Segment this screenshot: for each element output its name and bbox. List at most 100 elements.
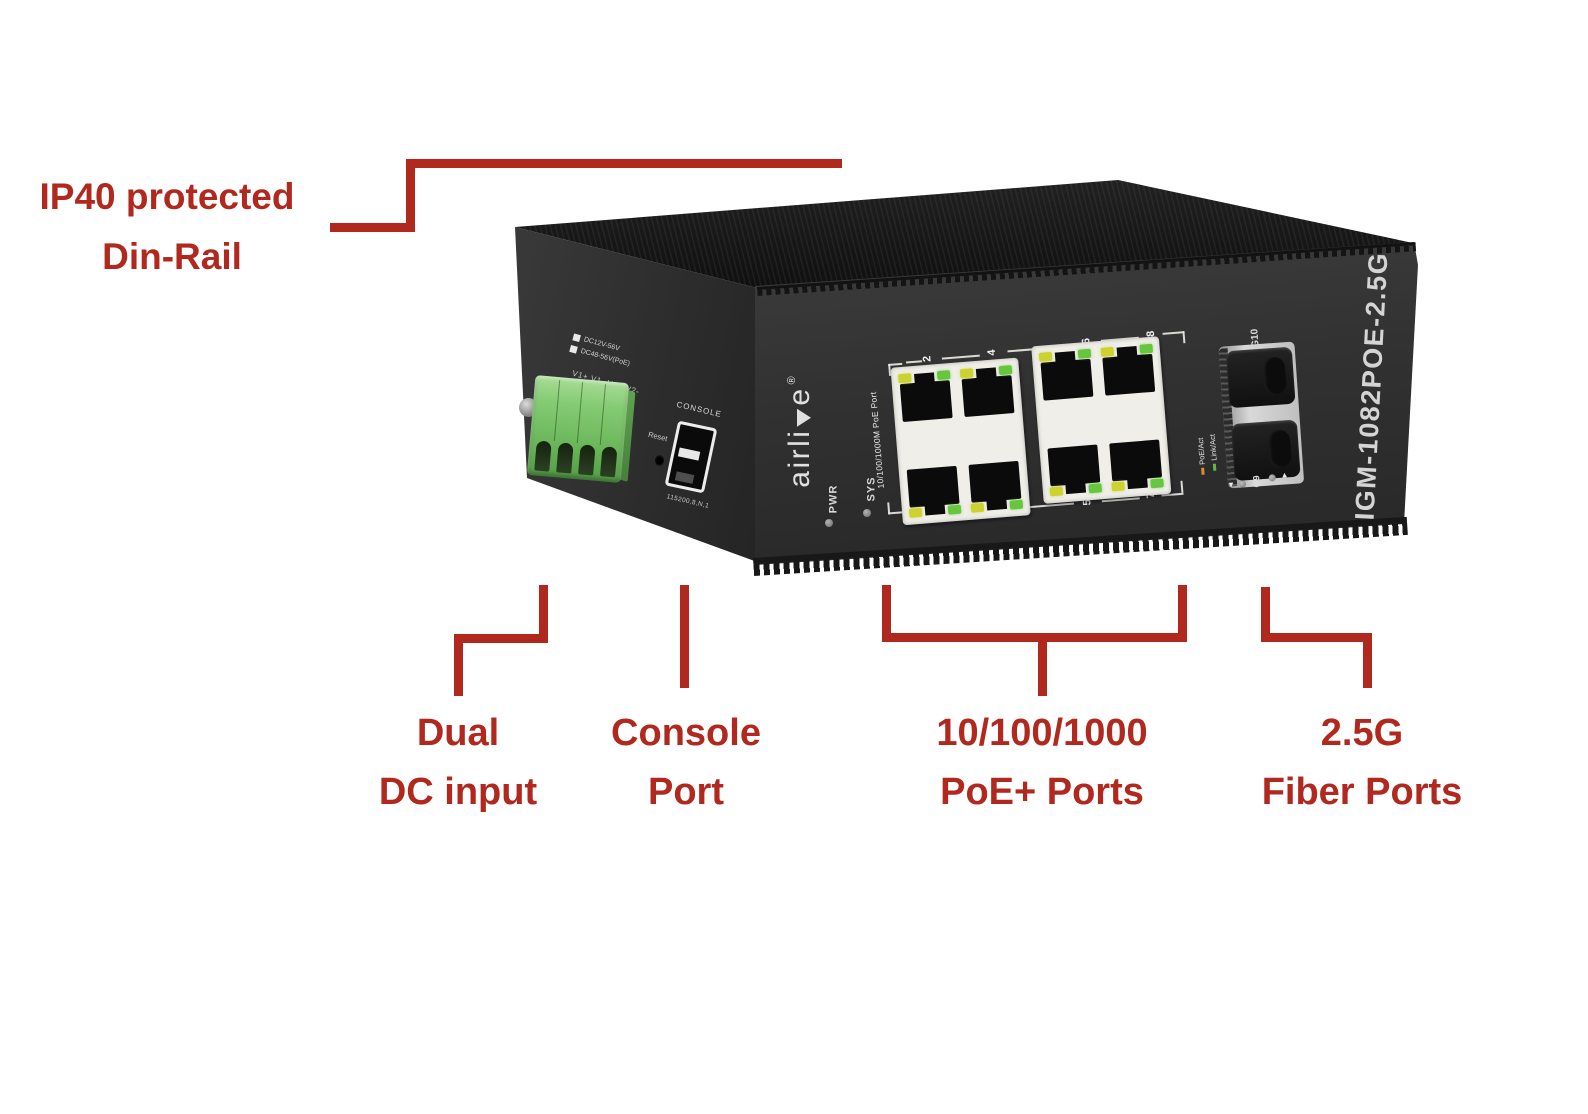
rj45-opening: [1102, 353, 1156, 396]
rj45-opening: [1047, 444, 1101, 487]
poe-legend-text: PoE/Act: [1196, 437, 1207, 466]
bracket-segment: [1182, 331, 1186, 344]
fiber-callout-line: [1363, 633, 1372, 688]
poe-led-icon: [1111, 481, 1126, 492]
ip40-label-line1: IP40 protected: [39, 176, 295, 217]
dc-rating-square-icon: [572, 333, 581, 343]
link-led-icon: [1088, 483, 1103, 494]
poe-callout-line: [882, 585, 891, 642]
poe-legend-color-icon: [1201, 467, 1205, 475]
poe-callout-line: [1038, 633, 1047, 696]
registered-trademark-icon: ®: [785, 376, 798, 385]
fiber-label-line1: 2.5G: [1320, 712, 1404, 754]
fiber-callout-line: [1261, 587, 1270, 642]
rj45-port[interactable]: [1038, 348, 1097, 412]
sfp-up-arrow-icon: ▲: [1280, 470, 1289, 480]
poe-led-icon: [1038, 351, 1053, 362]
link-led-icon: [1150, 478, 1164, 489]
bracket-segment: [1180, 480, 1184, 493]
rj45-port[interactable]: [959, 364, 1018, 428]
poe-led-icon: [959, 368, 974, 379]
rj45-opening: [899, 380, 953, 422]
dc-callout-line: [539, 585, 548, 643]
rj45-port[interactable]: [1099, 343, 1158, 407]
rj45-port-block-2: [1031, 336, 1172, 504]
pwr-led: [825, 519, 833, 527]
poe-callout-line: [1178, 585, 1187, 642]
console-label-line1: Console: [611, 712, 761, 754]
rj45-opening: [1109, 439, 1163, 482]
fiber-label-line2: Fiber Ports: [1261, 771, 1463, 813]
poe-label-line1: 10/100/1000: [936, 712, 1148, 754]
brand-text-part1: airli: [783, 428, 816, 488]
sfp-down-arrow-icon: ▼: [1226, 480, 1236, 490]
link-led-icon: [1009, 499, 1024, 510]
terminal-slot: [578, 444, 596, 476]
dc-rating-square-icon: [569, 345, 578, 354]
link-led-icon: [998, 365, 1013, 376]
link-led-icon: [947, 504, 962, 515]
rj45-opening: [906, 465, 960, 508]
led-legend-poe: PoE/Act: [1196, 437, 1207, 475]
rj45-port[interactable]: [904, 455, 963, 519]
dc-terminal-block[interactable]: [526, 375, 636, 483]
ip40-callout-line-vertical: [406, 159, 415, 232]
console-jack-contact: [677, 447, 701, 461]
dc-label-line2: DC input: [378, 771, 538, 813]
ip40-callout-line-bottom: [330, 223, 415, 232]
port-group-label: 10/100/1000M PoE Port: [868, 391, 886, 489]
dc-label-line1: Dual: [416, 712, 500, 754]
port-number-4: 4: [985, 349, 999, 357]
sfp-g9-label: G9: [1251, 475, 1262, 488]
rj45-port[interactable]: [1106, 428, 1165, 492]
ip40-callout-line-top: [410, 159, 842, 168]
dc-callout-line: [454, 634, 463, 696]
airlive-triangle-icon: [796, 408, 811, 427]
ip40-label-line2: Din-Rail: [102, 236, 242, 277]
terminal-slot: [556, 442, 574, 474]
link-led-icon: [936, 370, 951, 381]
sfp-cage: [1218, 341, 1305, 489]
poe-led-icon: [1049, 486, 1064, 497]
poe-label-line2: PoE+ Ports: [940, 771, 1144, 813]
sfp-fiber-section: G10 PoE/Act Link/Act ▼ G9 ▲: [1190, 314, 1333, 508]
sys-led: [863, 509, 871, 517]
dc-callout-line: [454, 634, 548, 643]
rj45-port-block-1: [890, 357, 1031, 526]
sfp-port-g10[interactable]: [1225, 346, 1296, 409]
bracket-segment: [905, 360, 923, 364]
console-label-line2: Port: [648, 771, 724, 813]
fiber-callout-line: [1261, 633, 1372, 642]
pwr-label: PWR: [827, 484, 840, 514]
rj45-opening: [1040, 358, 1094, 401]
link-legend-color-icon: [1213, 463, 1217, 471]
bracket-segment: [888, 511, 903, 515]
brand-text-part2: e: [783, 386, 816, 406]
terminal-slot: [534, 440, 552, 472]
poe-port-group: 10/100/1000M PoE Port 2 4 6 8 1 3 5 7: [858, 311, 1209, 537]
sfp-port-g9[interactable]: [1230, 419, 1301, 481]
poe-led-icon: [970, 502, 985, 513]
rj45-port[interactable]: [966, 450, 1025, 514]
console-callout-line: [680, 585, 689, 688]
rj45-opening: [968, 460, 1022, 503]
bracket-segment: [941, 354, 980, 360]
poe-callout-line: [882, 633, 1187, 642]
link-led-icon: [1139, 343, 1154, 354]
bracket-segment: [1162, 331, 1185, 335]
rj45-port[interactable]: [897, 369, 956, 433]
reset-button[interactable]: [655, 455, 664, 466]
bracket-segment: [888, 362, 903, 366]
poe-led-icon: [897, 373, 912, 384]
led-legend-link: Link/Act: [1207, 433, 1219, 471]
console-jack-foot: [674, 471, 695, 484]
link-legend-text: Link/Act: [1207, 433, 1219, 462]
port-number-2: 2: [921, 355, 934, 363]
rj45-opening: [961, 375, 1015, 418]
link-led-icon: [1077, 348, 1092, 359]
poe-led-icon: [1100, 346, 1115, 357]
brand-logo: airli e ®: [783, 376, 816, 488]
rj45-port[interactable]: [1045, 433, 1104, 497]
terminal-slot: [599, 446, 618, 478]
